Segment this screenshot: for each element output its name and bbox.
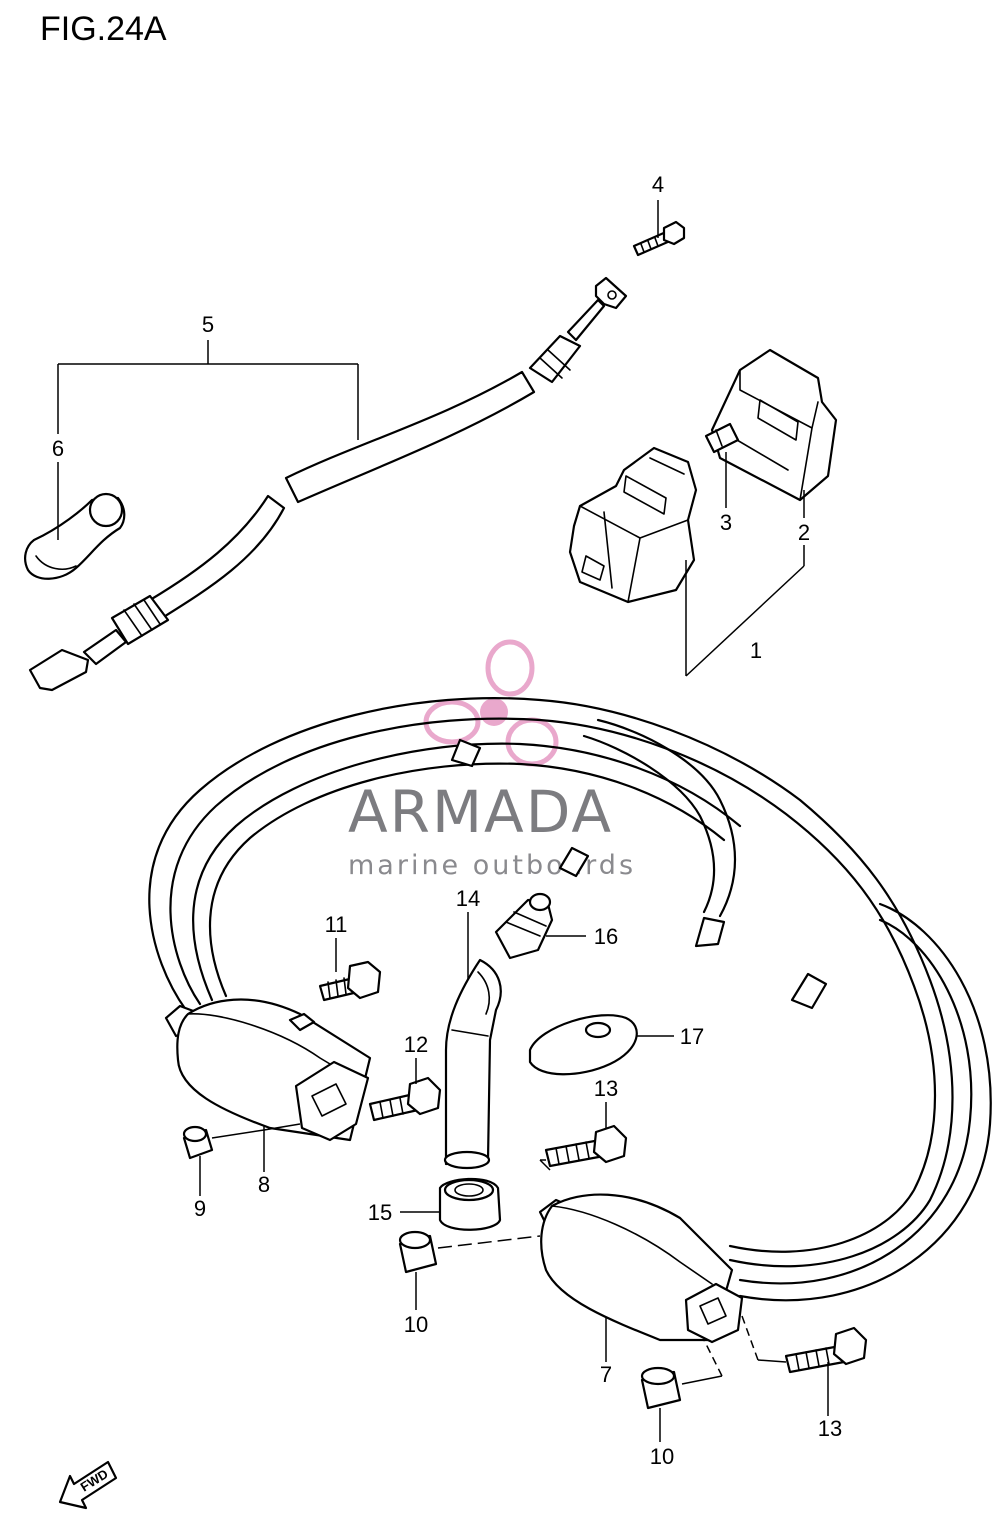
- callout-10-upper: 10: [404, 1312, 428, 1337]
- connector-3: [704, 422, 740, 454]
- plug-cap-14: [443, 958, 502, 1170]
- watermark-tagline: marine outboards: [348, 850, 636, 881]
- collar-9: [182, 1125, 214, 1160]
- callout-8: 8: [258, 1172, 270, 1197]
- leader-lines: [57, 200, 829, 1442]
- callout-12: 12: [404, 1032, 428, 1057]
- callout-2: 2: [798, 520, 810, 545]
- boot-6: [24, 492, 126, 580]
- callout-13-lower: 13: [818, 1416, 842, 1441]
- callout-labels: 4 5 6 3 2 1 14 16 11 17 12 13 8 9 15 10 …: [52, 172, 842, 1469]
- callout-3: 3: [720, 510, 732, 535]
- bolt-13-upper: [544, 1124, 628, 1168]
- callout-9: 9: [194, 1196, 206, 1221]
- ground-cable-5: [28, 276, 628, 692]
- plug-connector-16: [494, 892, 554, 960]
- bolt-13-lower: [784, 1326, 868, 1374]
- callout-10-lower: 10: [650, 1444, 674, 1469]
- figure-title: FIG.24A: [40, 10, 167, 48]
- watermark-brand: ARMADA: [348, 778, 613, 846]
- callout-11: 11: [325, 912, 348, 937]
- callout-1: 1: [750, 638, 762, 663]
- ignition-coil-7: [538, 1193, 744, 1344]
- grommet-17: [528, 1014, 638, 1076]
- connector-1: [568, 446, 698, 604]
- callout-7: 7: [600, 1362, 612, 1387]
- ignition-coil-8: [164, 998, 372, 1142]
- callout-4: 4: [652, 172, 664, 197]
- callout-13-upper: 13: [594, 1076, 618, 1101]
- bolt-4: [632, 220, 686, 257]
- fwd-arrow-icon: FWD: [58, 1460, 118, 1510]
- callout-14: 14: [456, 886, 480, 911]
- callout-17: 17: [680, 1024, 704, 1049]
- callout-16: 16: [594, 924, 618, 949]
- bolt-12: [368, 1076, 442, 1122]
- bolt-11: [318, 960, 382, 1002]
- callout-5: 5: [202, 312, 214, 337]
- callout-6: 6: [52, 436, 64, 461]
- callout-15: 15: [368, 1200, 392, 1225]
- collar-10-upper: [398, 1230, 438, 1274]
- collar-10-lower: [640, 1366, 682, 1410]
- ignition-cables: [148, 697, 992, 1302]
- rubber-cap-15: [438, 1177, 502, 1231]
